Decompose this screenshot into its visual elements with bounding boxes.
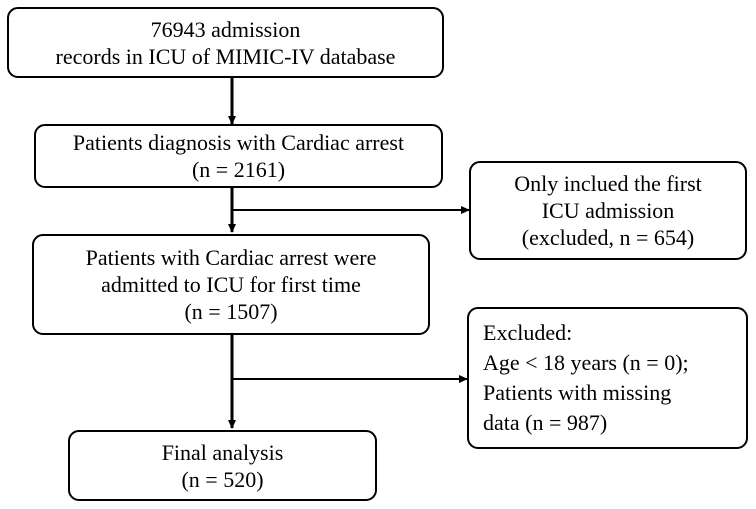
excluded-box: Excluded: Age < 18 years (n = 0); Patien… (467, 307, 748, 449)
first-admission-excluded-line-3: (excluded, n = 654) (521, 225, 695, 250)
first-time-box: Patients with Cardiac arrest were admitt… (32, 234, 430, 335)
diagnosis-line-2: (n = 2161) (191, 157, 286, 182)
diagnosis-box: Patients diagnosis with Cardiac arrest (… (34, 124, 443, 188)
final-analysis-box: Final analysis (n = 520) (68, 430, 377, 501)
first-admission-excluded-box: Only inclued the first ICU admission (ex… (469, 161, 747, 260)
excluded-line-4: data (n = 987) (483, 410, 608, 435)
final-analysis-line-2: (n = 520) (181, 466, 264, 492)
excluded-line-2: Age < 18 years (n = 0); (483, 350, 689, 375)
excluded-line-1: Excluded: (483, 320, 573, 345)
source-box: 76943 admission records in ICU of MIMIC-… (7, 7, 444, 78)
diagnosis-line-1: Patients diagnosis with Cardiac arrest (72, 130, 405, 155)
first-time-line-1: Patients with Cardiac arrest were (85, 245, 377, 270)
first-time-line-2: admitted to ICU for first time (101, 272, 361, 297)
excluded-line-3: Patients with missing (483, 380, 672, 405)
first-time-line-3: (n = 1507) (184, 299, 278, 324)
source-line-1: 76943 admission (150, 16, 301, 42)
source-line-2: records in ICU of MIMIC-IV database (55, 43, 396, 69)
final-analysis-line-1: Final analysis (161, 439, 284, 465)
first-admission-excluded-line-2: ICU admission (541, 198, 675, 223)
first-admission-excluded-line-1: Only inclued the first (514, 171, 702, 196)
